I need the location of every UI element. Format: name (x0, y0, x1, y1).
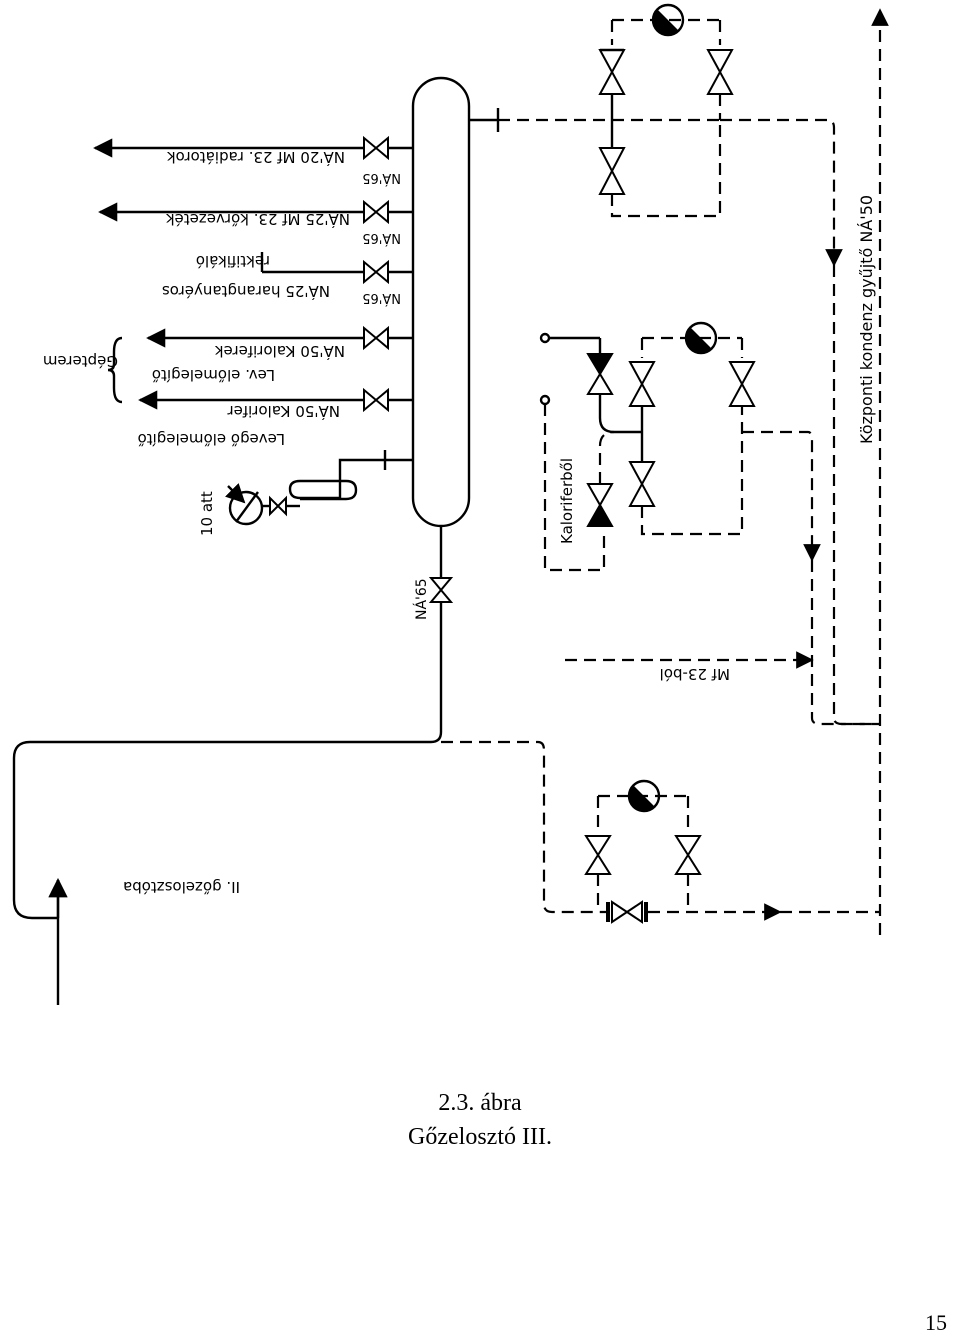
size-label-3: NÁ'65 (362, 290, 401, 306)
size-label-2: NÁ'65 (362, 230, 401, 246)
steam-distributor-label: II. gőzelosztóba (123, 878, 240, 896)
outlet-branch-3 (260, 252, 413, 285)
kalorifer-return-label: Kaloriferből (558, 458, 576, 544)
gate-valve (363, 259, 389, 285)
gate-valve (363, 199, 389, 225)
mf23-return-label: Mf 23-ból (660, 665, 730, 683)
consumer-label-circuit: NÁ'25 Mf 23. kőrvezeték (166, 210, 350, 229)
inlet-gate-valve (428, 577, 454, 603)
consumer-label-bubble-cap: NÁ'25 harangtanyéros (162, 282, 330, 301)
consumer-label-radiators: NÁ'20 Mf 23. radiátorok (167, 148, 345, 167)
pressure-gauge-assembly (224, 458, 385, 526)
steam-trap-group-bottom (441, 740, 880, 924)
figure-number: 2.3. ábra (438, 1090, 522, 1116)
steam-trap-group-top (498, 3, 843, 267)
gate-valve (363, 135, 389, 161)
steam-header-vessel (411, 76, 471, 528)
consumer-label-rectifier: rektifikáló (196, 252, 270, 270)
group-label-preheater: Lev. előmelegítő (152, 366, 275, 384)
page-number: 15 (925, 1310, 947, 1335)
gate-valve (363, 387, 389, 413)
condensate-header-label: Központi kondenz gyűjtő NÁ'50 (857, 195, 876, 444)
air-preheater-label: Levegő előmelegítő (138, 430, 285, 448)
pressure-gauge-icon (228, 490, 264, 526)
pressure-label: 10 att (198, 491, 216, 536)
group-brace (107, 336, 123, 404)
outlet-branch-2 (98, 199, 413, 225)
gate-valve (363, 325, 389, 351)
main-steam-pipe (12, 731, 443, 920)
outlet-branch-1 (93, 135, 413, 161)
steam-trap-group-middle (539, 321, 880, 726)
inlet-size-label: NÁ'65 (413, 578, 430, 620)
consumer-label-kalorifer-2: NÁ'50 Kalorifer (227, 402, 340, 421)
figure-title: Gőzelosztó III. (408, 1124, 552, 1150)
outlet-branch-5 (138, 387, 413, 413)
consumer-label-kalorifer-1: NÁ'50 Kaloriferek (215, 342, 345, 361)
group-label-machine-room: Gépterem (43, 352, 118, 370)
outlet-branch-4 (146, 325, 413, 351)
size-label-1: NÁ'65 (362, 170, 401, 186)
